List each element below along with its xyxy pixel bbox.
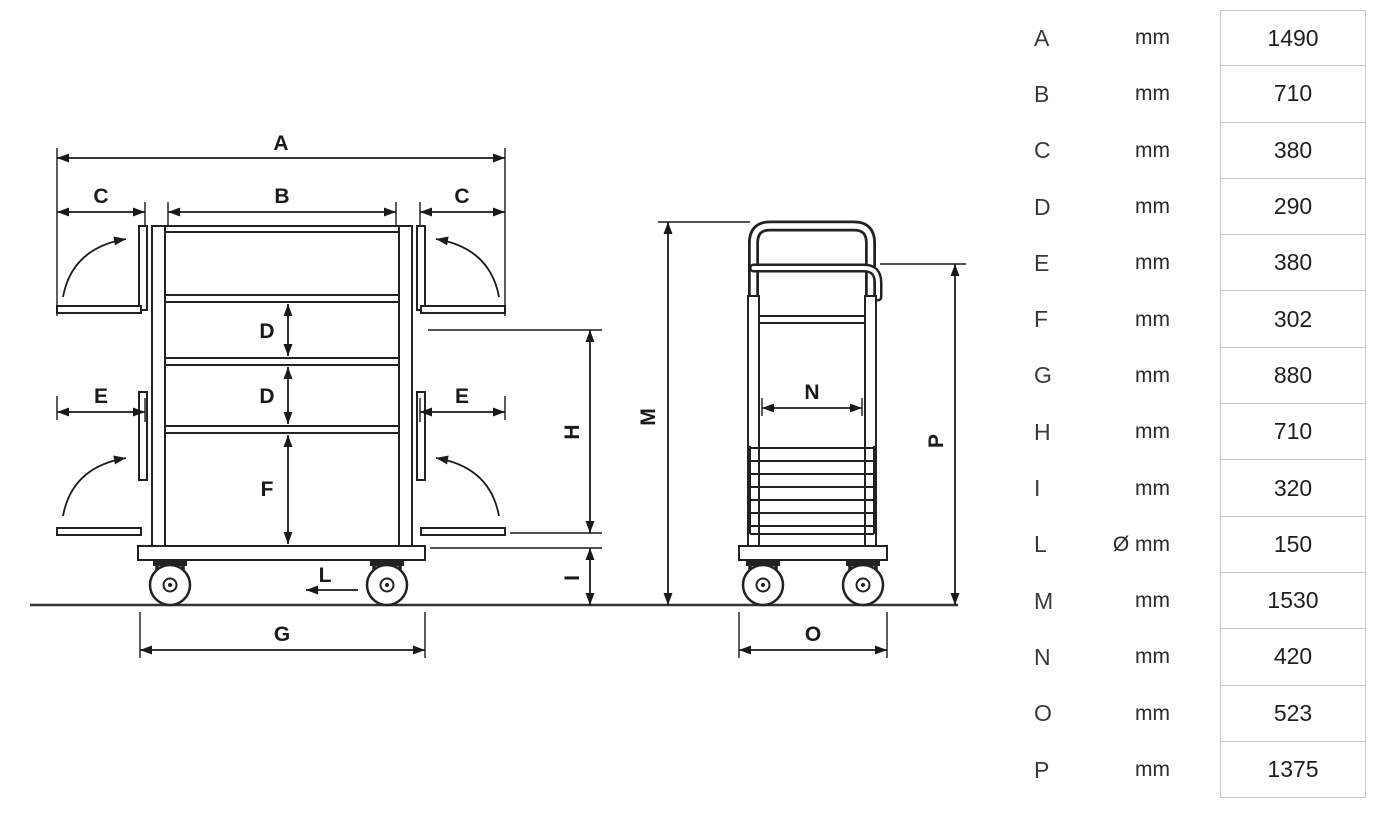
dimension-value-box: 1490: [1220, 10, 1366, 67]
dim-label-D-upper: D: [259, 320, 274, 343]
dimension-unit: mm: [1135, 251, 1170, 275]
dimension-unit: Ø mm: [1112, 532, 1170, 556]
dimension-unit: mm: [1135, 420, 1170, 444]
dimension-value-box: 523: [1220, 685, 1366, 742]
dimension-letter: H: [1034, 418, 1051, 445]
dimension-letter: G: [1034, 362, 1052, 389]
dimension-value-box: 710: [1220, 404, 1366, 461]
dimension-value-box: 710: [1220, 66, 1366, 123]
dimension-unit: mm: [1135, 195, 1170, 219]
dimension-value-box: 320: [1220, 460, 1366, 517]
dim-label-A: A: [273, 132, 288, 155]
dimension-unit: mm: [1135, 138, 1170, 162]
dim-label-C-right: C: [454, 185, 469, 208]
dimension-letter: O: [1034, 700, 1052, 727]
dimension-unit: mm: [1135, 701, 1170, 725]
dimension-letter: N: [1034, 643, 1051, 670]
dimension-row: L Ø mm 150: [1020, 516, 1366, 573]
dim-label-F: F: [261, 478, 274, 501]
dimension-value-box: 150: [1220, 516, 1366, 573]
caster-side-right: [841, 558, 885, 607]
fold-arrow-top-right-icon: [435, 236, 500, 298]
dimension-unit: mm: [1135, 589, 1170, 613]
dimension-value-box: 880: [1220, 347, 1366, 405]
dim-label-L: L: [319, 564, 332, 587]
dim-label-E-left: E: [94, 385, 108, 408]
trolley-dimension-diagram: A C B C D D F E E H I L G: [30, 132, 966, 658]
dimension-unit: mm: [1135, 26, 1170, 50]
caster-front-right: [365, 558, 409, 607]
dimension-value-box: 302: [1220, 291, 1366, 348]
caster-side-left: [741, 558, 785, 607]
dim-label-I: I: [561, 575, 584, 581]
fold-arrow-top-left-icon: [62, 236, 127, 298]
dimension-value-box: 420: [1220, 629, 1366, 686]
dimension-letter: I: [1034, 475, 1041, 502]
dimension-value-box: 1530: [1220, 572, 1366, 630]
dimension-letter: L: [1034, 531, 1047, 558]
dim-label-O: O: [805, 623, 821, 646]
dim-label-N: N: [804, 381, 819, 404]
dimension-unit: mm: [1135, 363, 1170, 387]
dimension-value-box: 1375: [1220, 741, 1366, 799]
fold-arrow-mid-left-icon: [62, 455, 127, 517]
dimension-letter: A: [1034, 24, 1050, 51]
dim-label-M: M: [637, 408, 660, 426]
dimension-letter: M: [1034, 587, 1054, 614]
dimension-letter: C: [1034, 137, 1051, 164]
dim-label-E-right: E: [455, 385, 469, 408]
dimension-unit: mm: [1135, 758, 1170, 781]
dim-label-G: G: [274, 623, 290, 646]
front-view: A C B C D D F E E H I L G: [56, 132, 602, 658]
dimension-unit: mm: [1135, 307, 1170, 331]
dimension-letter: P: [1034, 756, 1050, 783]
dimension-letter: E: [1034, 249, 1050, 276]
dimension-letter: F: [1034, 306, 1049, 333]
caster-front-left: [148, 558, 192, 607]
dim-label-H: H: [561, 424, 584, 439]
dimension-letter: D: [1034, 193, 1051, 220]
dimension-value-box: 290: [1220, 178, 1366, 236]
dimension-value-box: 380: [1220, 235, 1366, 292]
dimension-value-box: 380: [1220, 122, 1366, 179]
dimension-letter: B: [1034, 80, 1050, 107]
dim-label-C-left: C: [93, 185, 108, 208]
dim-label-P: P: [925, 434, 948, 448]
dimension-unit: mm: [1135, 476, 1170, 500]
dim-label-B: B: [274, 185, 289, 208]
side-view: M N P O: [637, 220, 966, 658]
dim-label-D-lower: D: [259, 385, 274, 408]
dimension-unit: mm: [1135, 82, 1170, 106]
fold-arrow-mid-right-icon: [435, 455, 500, 517]
dimension-unit: mm: [1135, 645, 1170, 669]
